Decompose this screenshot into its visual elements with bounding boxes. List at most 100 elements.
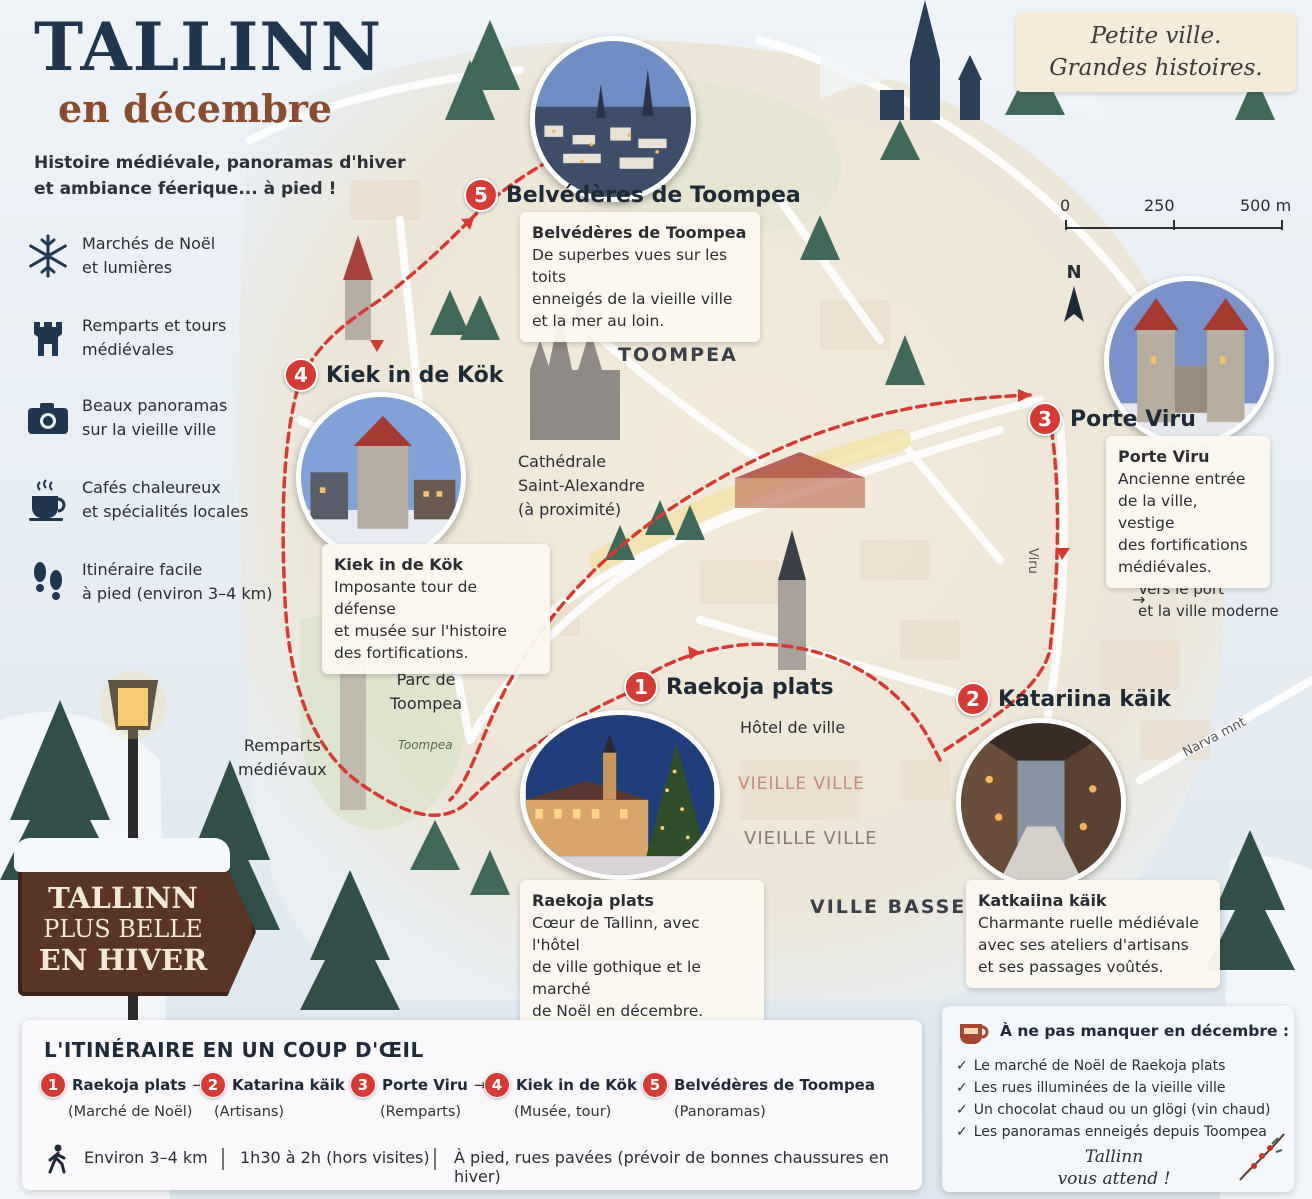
route-step-1[interactable]: 1 Raekoja plats → (Marché de Noël)	[40, 1072, 205, 1120]
route-step-note: (Artisans)	[214, 1104, 285, 1120]
street-label-viru: Viru	[1025, 548, 1040, 574]
route-step-name: Katarina käik	[232, 1076, 345, 1094]
label-park-small: Toompea	[398, 738, 453, 752]
photo-katariina-kaik	[956, 718, 1126, 888]
route-mode: À pied, rues pavées (prévoir de bonnes c…	[454, 1148, 889, 1186]
compass-arrow-icon	[1064, 286, 1084, 322]
stop-1-card: Raekoja plats Cœur de Tallinn, avec l'hô…	[520, 880, 764, 1032]
check-icon: ✓	[956, 1102, 968, 1118]
route-step-5[interactable]: 5 Belvédères de Toompea (Panoramas)	[642, 1072, 875, 1120]
stop-1-name: Raekoja plats	[666, 674, 834, 700]
winter-forest-right	[1205, 830, 1295, 970]
stop-5-badge: 5	[464, 178, 498, 212]
coffee-cup-icon	[29, 479, 66, 521]
separator	[434, 1148, 436, 1170]
december-panel-heading: À ne pas manquer en décembre :	[1000, 1022, 1290, 1040]
sign-line-3: EN HIVER	[38, 943, 208, 977]
stop-2-title[interactable]: 2 Katariina käik	[956, 682, 1171, 716]
check-icon: ✓	[956, 1124, 968, 1140]
stop-3-title[interactable]: 3 Porte Viru	[1028, 402, 1196, 436]
label-walls: Remparts médiévaux	[238, 736, 327, 779]
feature-cafes: Cafés chaleureux et spécialités locales	[24, 472, 284, 528]
stop-4-title[interactable]: 4 Kiek in de Kök	[284, 358, 503, 392]
compass-north-label: N	[1066, 262, 1082, 283]
photo-toompea-view	[530, 36, 696, 202]
market-houses	[735, 452, 865, 508]
scale-label-500: 500 m	[1240, 196, 1292, 215]
stop-4-card: Kiek in de Kök Imposante tour de défense…	[322, 544, 550, 674]
route-step-badge: 5	[642, 1072, 668, 1098]
card-body: Cœur de Tallinn, avec l'hôtel de ville g…	[532, 914, 704, 1020]
wooden-sign: TALLINN PLUS BELLE EN HIVER	[18, 868, 256, 996]
intro-text: Histoire médiévale, panoramas d'hiver et…	[34, 153, 406, 199]
separator	[222, 1148, 224, 1170]
stop-5-title[interactable]: 5 Belvédères de Toompea	[464, 178, 801, 212]
old-town-skyline	[880, 0, 982, 120]
card-title: Raekoja plats	[532, 891, 654, 910]
card-body: Ancienne entrée de la ville, vestige des…	[1118, 470, 1248, 576]
december-item: ✓Les rues illuminées de la vieille ville	[956, 1080, 1226, 1096]
december-item-text: Le marché de Noël de Raekoja plats	[973, 1058, 1226, 1074]
hot-drink-icon	[960, 1024, 989, 1044]
route-step-badge: 2	[200, 1072, 226, 1098]
label-toompea: TOOMPEA	[618, 344, 738, 366]
scale-label-250: 250	[1144, 196, 1175, 215]
stop-2-card: Katkaiina käik Charmante ruelle médiéval…	[966, 880, 1220, 988]
stop-1-title[interactable]: 1 Raekoja plats	[624, 670, 834, 704]
route-step-badge: 4	[484, 1072, 510, 1098]
route-step-note: (Remparts)	[380, 1104, 462, 1120]
card-body: De superbes vues sur les toits enneigés …	[532, 246, 733, 330]
card-body: Charmante ruelle médiévale avec ses atel…	[978, 914, 1199, 976]
route-step-badge: 3	[350, 1072, 376, 1098]
sign-snow-cap	[14, 838, 230, 872]
route-distance: Environ 3–4 km	[84, 1148, 208, 1167]
december-highlights-panel: À ne pas manquer en décembre : ✓Le march…	[942, 1006, 1294, 1192]
route-summary-panel: L'ITINÉRAIRE EN UN COUP D'ŒIL 1 Raekoja …	[22, 1020, 922, 1190]
stop-1-badge: 1	[624, 670, 658, 704]
page-subtitle: en décembre	[58, 86, 333, 131]
holly-icon	[1239, 1133, 1285, 1181]
wall-tower-left	[340, 235, 373, 810]
stop-3-badge: 3	[1028, 402, 1062, 436]
december-item-text: Les rues illuminées de la vieille ville	[973, 1080, 1226, 1096]
feature-text: Remparts et tours médiévales	[82, 316, 227, 359]
december-item: ✓Le marché de Noël de Raekoja plats	[956, 1058, 1225, 1074]
walking-person-icon	[48, 1144, 66, 1174]
route-step-4[interactable]: 4 Kiek in de Kök → (Musée, tour)	[484, 1072, 656, 1120]
arrow-right-icon: →	[473, 1076, 487, 1094]
feature-text: Itinéraire facile à pied (environ 3–4 km…	[82, 560, 273, 603]
route-step-name: Raekoja plats	[72, 1076, 187, 1094]
label-cathedral: Cathédrale Saint-Alexandre (à proximité)	[518, 452, 645, 519]
signature-text: Tallinn vous attend !	[1057, 1147, 1171, 1189]
feature-text: Marchés de Noël et lumières	[82, 234, 216, 277]
stop-2-badge: 2	[956, 682, 990, 716]
label-lower-town: VILLE BASSE	[810, 896, 967, 918]
route-step-3[interactable]: 3 Porte Viru → (Remparts)	[350, 1072, 486, 1120]
camera-icon	[28, 403, 68, 434]
route-step-name: Belvédères de Toompea	[674, 1076, 875, 1094]
route-step-name: Porte Viru	[382, 1076, 468, 1094]
stop-3-name: Porte Viru	[1070, 406, 1196, 432]
route-duration: 1h30 à 2h (hors visites)	[240, 1148, 430, 1167]
stop-5-card: Belvédères de Toompea De superbes vues s…	[520, 212, 760, 342]
route-panel-heading: L'ITINÉRAIRE EN UN COUP D'ŒIL	[44, 1038, 424, 1062]
december-item: ✓Un chocolat chaud ou un glögi (vin chau…	[956, 1102, 1270, 1118]
december-item-text: Les panoramas enneigés depuis Toompea	[973, 1124, 1267, 1140]
label-old-town: VIEILLE VILLE	[744, 828, 878, 849]
route-step-2[interactable]: 2 Katarina käik → (Artisans)	[200, 1072, 363, 1120]
label-old-town-faded: VIEILLE VILLE	[738, 774, 865, 794]
feature-text: Cafés chaleureux et spécialités locales	[82, 478, 249, 521]
stop-4-name: Kiek in de Kök	[326, 362, 504, 388]
feature-ramparts: Remparts et tours médiévales	[24, 310, 284, 366]
card-title: Belvédères de Toompea	[532, 223, 747, 242]
stop-2-name: Katariina käik	[998, 686, 1172, 712]
card-body: Imposante tour de défense et musée sur l…	[334, 578, 507, 662]
feature-walking: Itinéraire facile à pied (environ 3–4 km…	[24, 554, 284, 610]
sign-line-2: PLUS BELLE	[43, 915, 203, 943]
route-step-note: (Marché de Noël)	[68, 1104, 193, 1120]
photo-kiek-in-de-kok	[296, 392, 466, 562]
page-title: TALLINN	[34, 8, 383, 86]
card-title: Porte Viru	[1118, 447, 1210, 466]
